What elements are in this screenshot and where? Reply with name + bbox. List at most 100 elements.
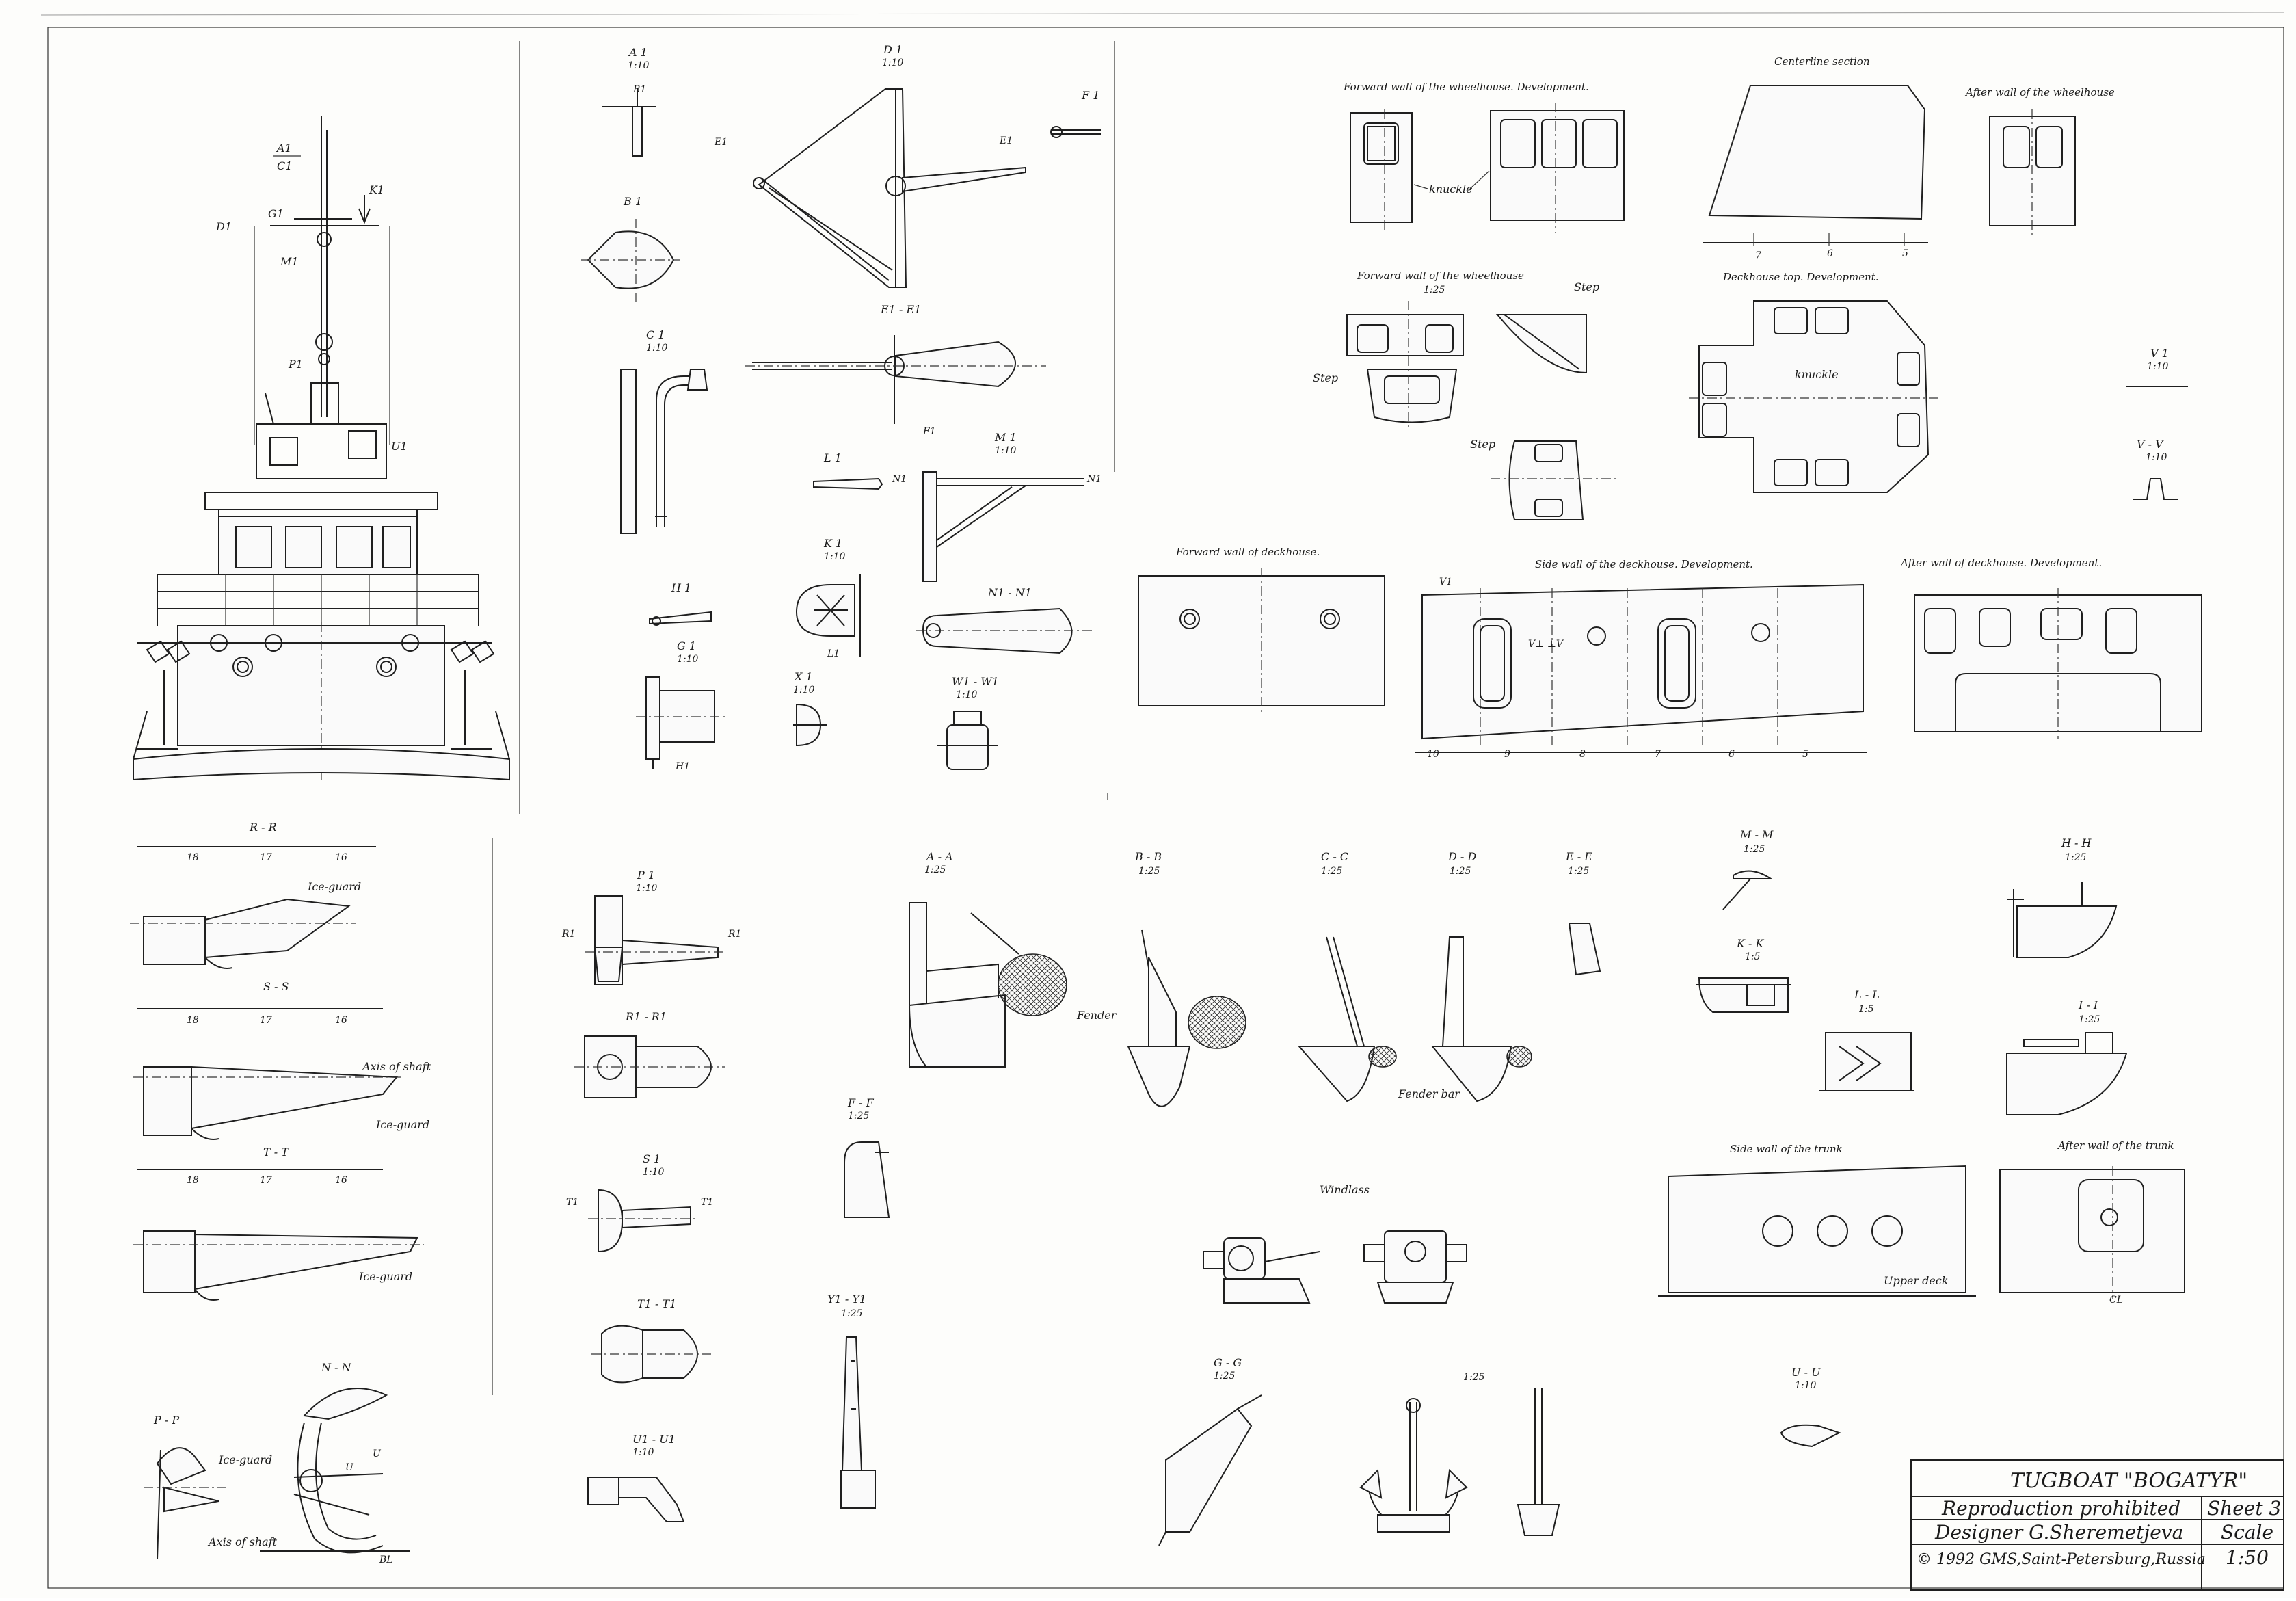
svg-text:16: 16 bbox=[335, 1175, 347, 1186]
detail-r1: R1 - R1 bbox=[574, 1010, 725, 1098]
section-ll: L - L 1:5 bbox=[1819, 988, 1914, 1091]
svg-text:S 1: S 1 bbox=[643, 1152, 660, 1165]
svg-text:F - F: F - F bbox=[847, 1096, 875, 1109]
detail-u1: U1 - U1 1:10 bbox=[587, 1433, 685, 1522]
svg-text:1:25: 1:25 bbox=[1744, 844, 1765, 855]
marker-a1: A1 bbox=[276, 142, 292, 155]
deckhouse-top-dev: Deckhouse top. Development. knuckle bbox=[1689, 271, 1938, 493]
section-aa: A - A 1:25 Fender bbox=[908, 850, 1117, 1068]
svg-text:Forward wall of the wheelhouse: Forward wall of the wheelhouse bbox=[1357, 269, 1524, 282]
fwd-wall-wheelhouse: Forward wall of the wheelhouse 1:25 Step… bbox=[1313, 269, 1620, 520]
svg-text:knuckle: knuckle bbox=[1795, 368, 1839, 381]
svg-text:Centerline section: Centerline section bbox=[1774, 55, 1869, 68]
svg-text:G - G: G - G bbox=[1214, 1356, 1242, 1369]
svg-text:U: U bbox=[373, 1448, 382, 1459]
marker-d1: D1 bbox=[215, 220, 232, 233]
svg-text:F 1: F 1 bbox=[1081, 89, 1099, 102]
svg-text:E - E: E - E bbox=[1565, 850, 1592, 863]
detail-g1: G 1 1:10 H1 bbox=[636, 639, 725, 772]
svg-text:U - U: U - U bbox=[1791, 1366, 1821, 1379]
section-bb: B - B 1:25 bbox=[1127, 850, 1246, 1107]
svg-text:16: 16 bbox=[335, 852, 347, 863]
section-tt: T - T 18 17 16 Ice-guard bbox=[133, 1146, 424, 1301]
detail-d1: D 1 1:10 E1 E1 bbox=[714, 43, 1026, 288]
svg-text:1:10: 1:10 bbox=[2146, 452, 2167, 463]
svg-text:1:10: 1:10 bbox=[793, 685, 815, 696]
scale-value: 1:50 bbox=[2226, 1546, 2269, 1569]
svg-text:Ice-guard: Ice-guard bbox=[307, 880, 361, 893]
svg-text:Step: Step bbox=[1470, 438, 1495, 451]
svg-text:1:25: 1:25 bbox=[1138, 866, 1160, 877]
svg-text:T1: T1 bbox=[566, 1197, 578, 1208]
svg-text:A - A: A - A bbox=[925, 850, 953, 863]
svg-text:1:10: 1:10 bbox=[628, 60, 650, 71]
svg-text:17: 17 bbox=[260, 1015, 272, 1026]
svg-text:B 1: B 1 bbox=[623, 195, 642, 208]
svg-text:After wall of the wheelhouse: After wall of the wheelhouse bbox=[1964, 86, 2115, 98]
svg-text:Forward wall of deckhouse.: Forward wall of deckhouse. bbox=[1175, 546, 1320, 558]
svg-text:1:10: 1:10 bbox=[824, 551, 846, 562]
svg-text:Axis of shaft: Axis of shaft bbox=[207, 1535, 278, 1548]
trunk-side-wall: Side wall of the trunk Upper deck bbox=[1658, 1143, 1976, 1297]
section-y1: Y1 - Y1 1:25 bbox=[827, 1293, 876, 1509]
marker-p1: P1 bbox=[288, 358, 303, 371]
detail-e1: E1 - E1 F1 bbox=[745, 303, 1046, 437]
svg-text:C 1: C 1 bbox=[646, 328, 665, 341]
svg-text:L1: L1 bbox=[827, 648, 840, 659]
detail-h1: H 1 bbox=[649, 581, 712, 626]
section-hh: H - H 1:25 bbox=[2007, 836, 2118, 958]
svg-text:1:10: 1:10 bbox=[636, 883, 658, 894]
detail-p1: P 1 1:10 R1 R1 bbox=[561, 869, 741, 985]
svg-text:B1: B1 bbox=[632, 84, 646, 95]
svg-text:1:25: 1:25 bbox=[2065, 852, 2087, 863]
svg-text:N1: N1 bbox=[892, 474, 907, 485]
svg-text:E1: E1 bbox=[714, 137, 727, 148]
svg-text:S - S: S - S bbox=[263, 980, 289, 993]
svg-text:17: 17 bbox=[260, 1175, 272, 1186]
svg-text:D - D: D - D bbox=[1447, 850, 1476, 863]
section-kk: K - K 1:5 bbox=[1696, 937, 1791, 1013]
svg-text:1:25: 1:25 bbox=[1321, 866, 1343, 877]
svg-text:I - I: I - I bbox=[2078, 998, 2098, 1011]
svg-text:L - L: L - L bbox=[1854, 988, 1880, 1001]
detail-c1: C 1 1:10 bbox=[620, 328, 708, 534]
svg-text:18: 18 bbox=[187, 852, 199, 863]
svg-text:F1: F1 bbox=[922, 426, 936, 437]
svg-text:Upper deck: Upper deck bbox=[1884, 1274, 1949, 1287]
svg-text:X 1: X 1 bbox=[793, 670, 813, 683]
reproduction-notice: Reproduction prohibited bbox=[1941, 1497, 2180, 1520]
detail-k1: K 1 1:10 L1 bbox=[795, 537, 861, 659]
svg-text:18: 18 bbox=[187, 1015, 199, 1026]
windlass: Windlass bbox=[1203, 1183, 1467, 1304]
svg-text:17: 17 bbox=[260, 852, 272, 863]
svg-text:P 1: P 1 bbox=[637, 869, 655, 882]
svg-text:Windlass: Windlass bbox=[1320, 1183, 1370, 1196]
section-dd: D - D 1:25 bbox=[1430, 850, 1532, 1102]
svg-text:1:25: 1:25 bbox=[924, 864, 946, 875]
top-edge bbox=[40, 12, 2284, 16]
svg-text:Deckhouse top. Development.: Deckhouse top. Development. bbox=[1722, 271, 1879, 283]
marker-c1: C1 bbox=[277, 159, 292, 172]
marker-u1: U1 bbox=[391, 440, 408, 453]
svg-text:1:5: 1:5 bbox=[1858, 1004, 1874, 1015]
detail-x1: X 1 1:10 bbox=[793, 670, 827, 747]
svg-text:1:10: 1:10 bbox=[646, 343, 668, 354]
svg-text:P - P: P - P bbox=[153, 1414, 179, 1427]
svg-text:L 1: L 1 bbox=[823, 451, 842, 464]
svg-text:U1 - U1: U1 - U1 bbox=[632, 1433, 676, 1446]
svg-text:BL: BL bbox=[379, 1554, 393, 1565]
detail-w1: W1 - W1 1:10 bbox=[937, 675, 999, 770]
designer: Designer G.Sheremetjeva bbox=[1934, 1521, 2183, 1544]
svg-text:1:10: 1:10 bbox=[632, 1447, 654, 1458]
svg-text:After wall of the trunk: After wall of the trunk bbox=[2057, 1139, 2174, 1152]
svg-text:Axis of shaft: Axis of shaft bbox=[361, 1060, 431, 1073]
detail-v1: V 1 1:10 bbox=[2126, 347, 2188, 387]
svg-text:6: 6 bbox=[1827, 248, 1833, 259]
svg-text:8: 8 bbox=[1579, 749, 1586, 760]
svg-text:U: U bbox=[345, 1462, 354, 1473]
svg-text:1:25: 1:25 bbox=[1568, 866, 1590, 877]
svg-text:1:10: 1:10 bbox=[956, 689, 978, 700]
svg-text:1:10: 1:10 bbox=[882, 57, 904, 68]
section-mm: M - M 1:25 bbox=[1722, 828, 1774, 910]
